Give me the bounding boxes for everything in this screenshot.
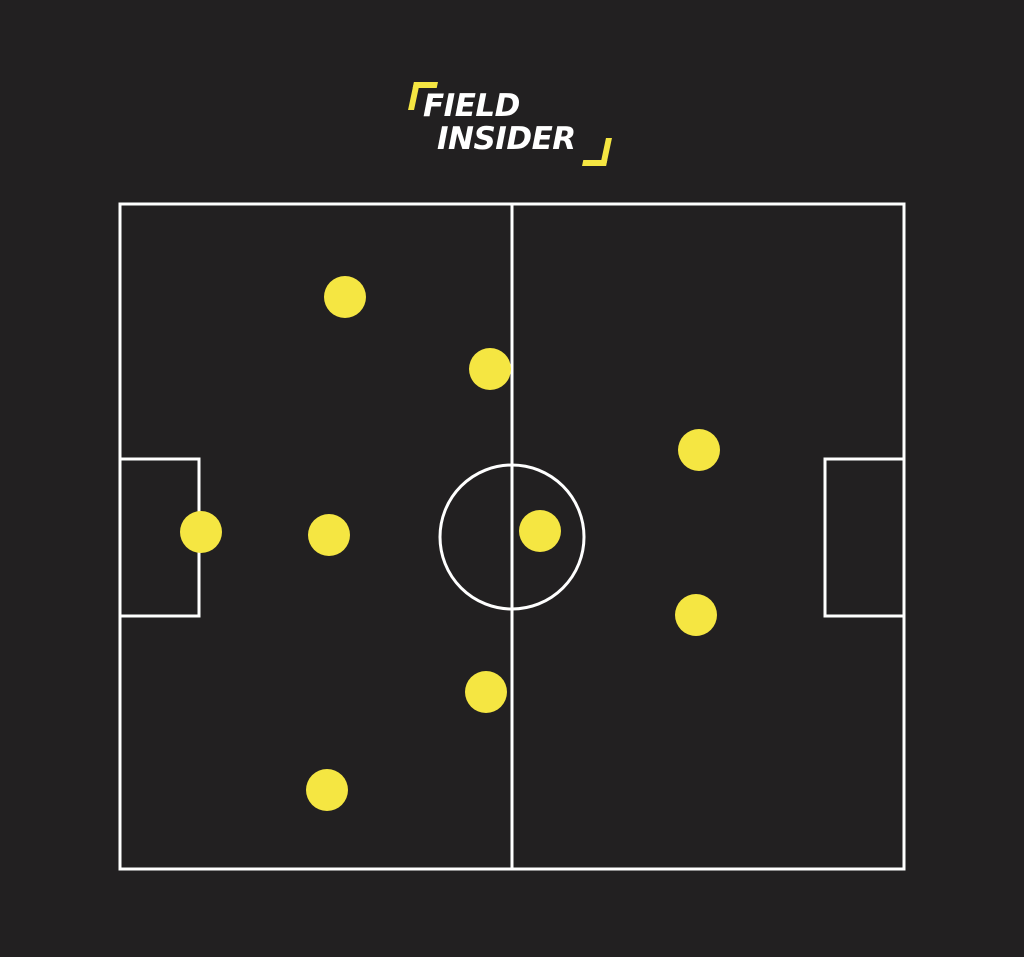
player-midfielder-bottom [465, 671, 507, 713]
player-forward-bottom [675, 594, 717, 636]
player-defender-bottom [306, 769, 348, 811]
player-midfielder-center [519, 510, 561, 552]
right-goal-area [823, 457, 906, 618]
center-circle [438, 463, 586, 611]
logo-text-insider: INSIDER [437, 121, 576, 157]
player-defender-top [324, 276, 366, 318]
player-forward-top [678, 429, 720, 471]
field-insider-logo: FIELD INSIDER [405, 78, 620, 173]
player-midfielder-top [469, 348, 511, 390]
logo-text-field: FIELD [423, 88, 520, 124]
player-defender-center [308, 514, 350, 556]
player-goalkeeper [180, 511, 222, 553]
